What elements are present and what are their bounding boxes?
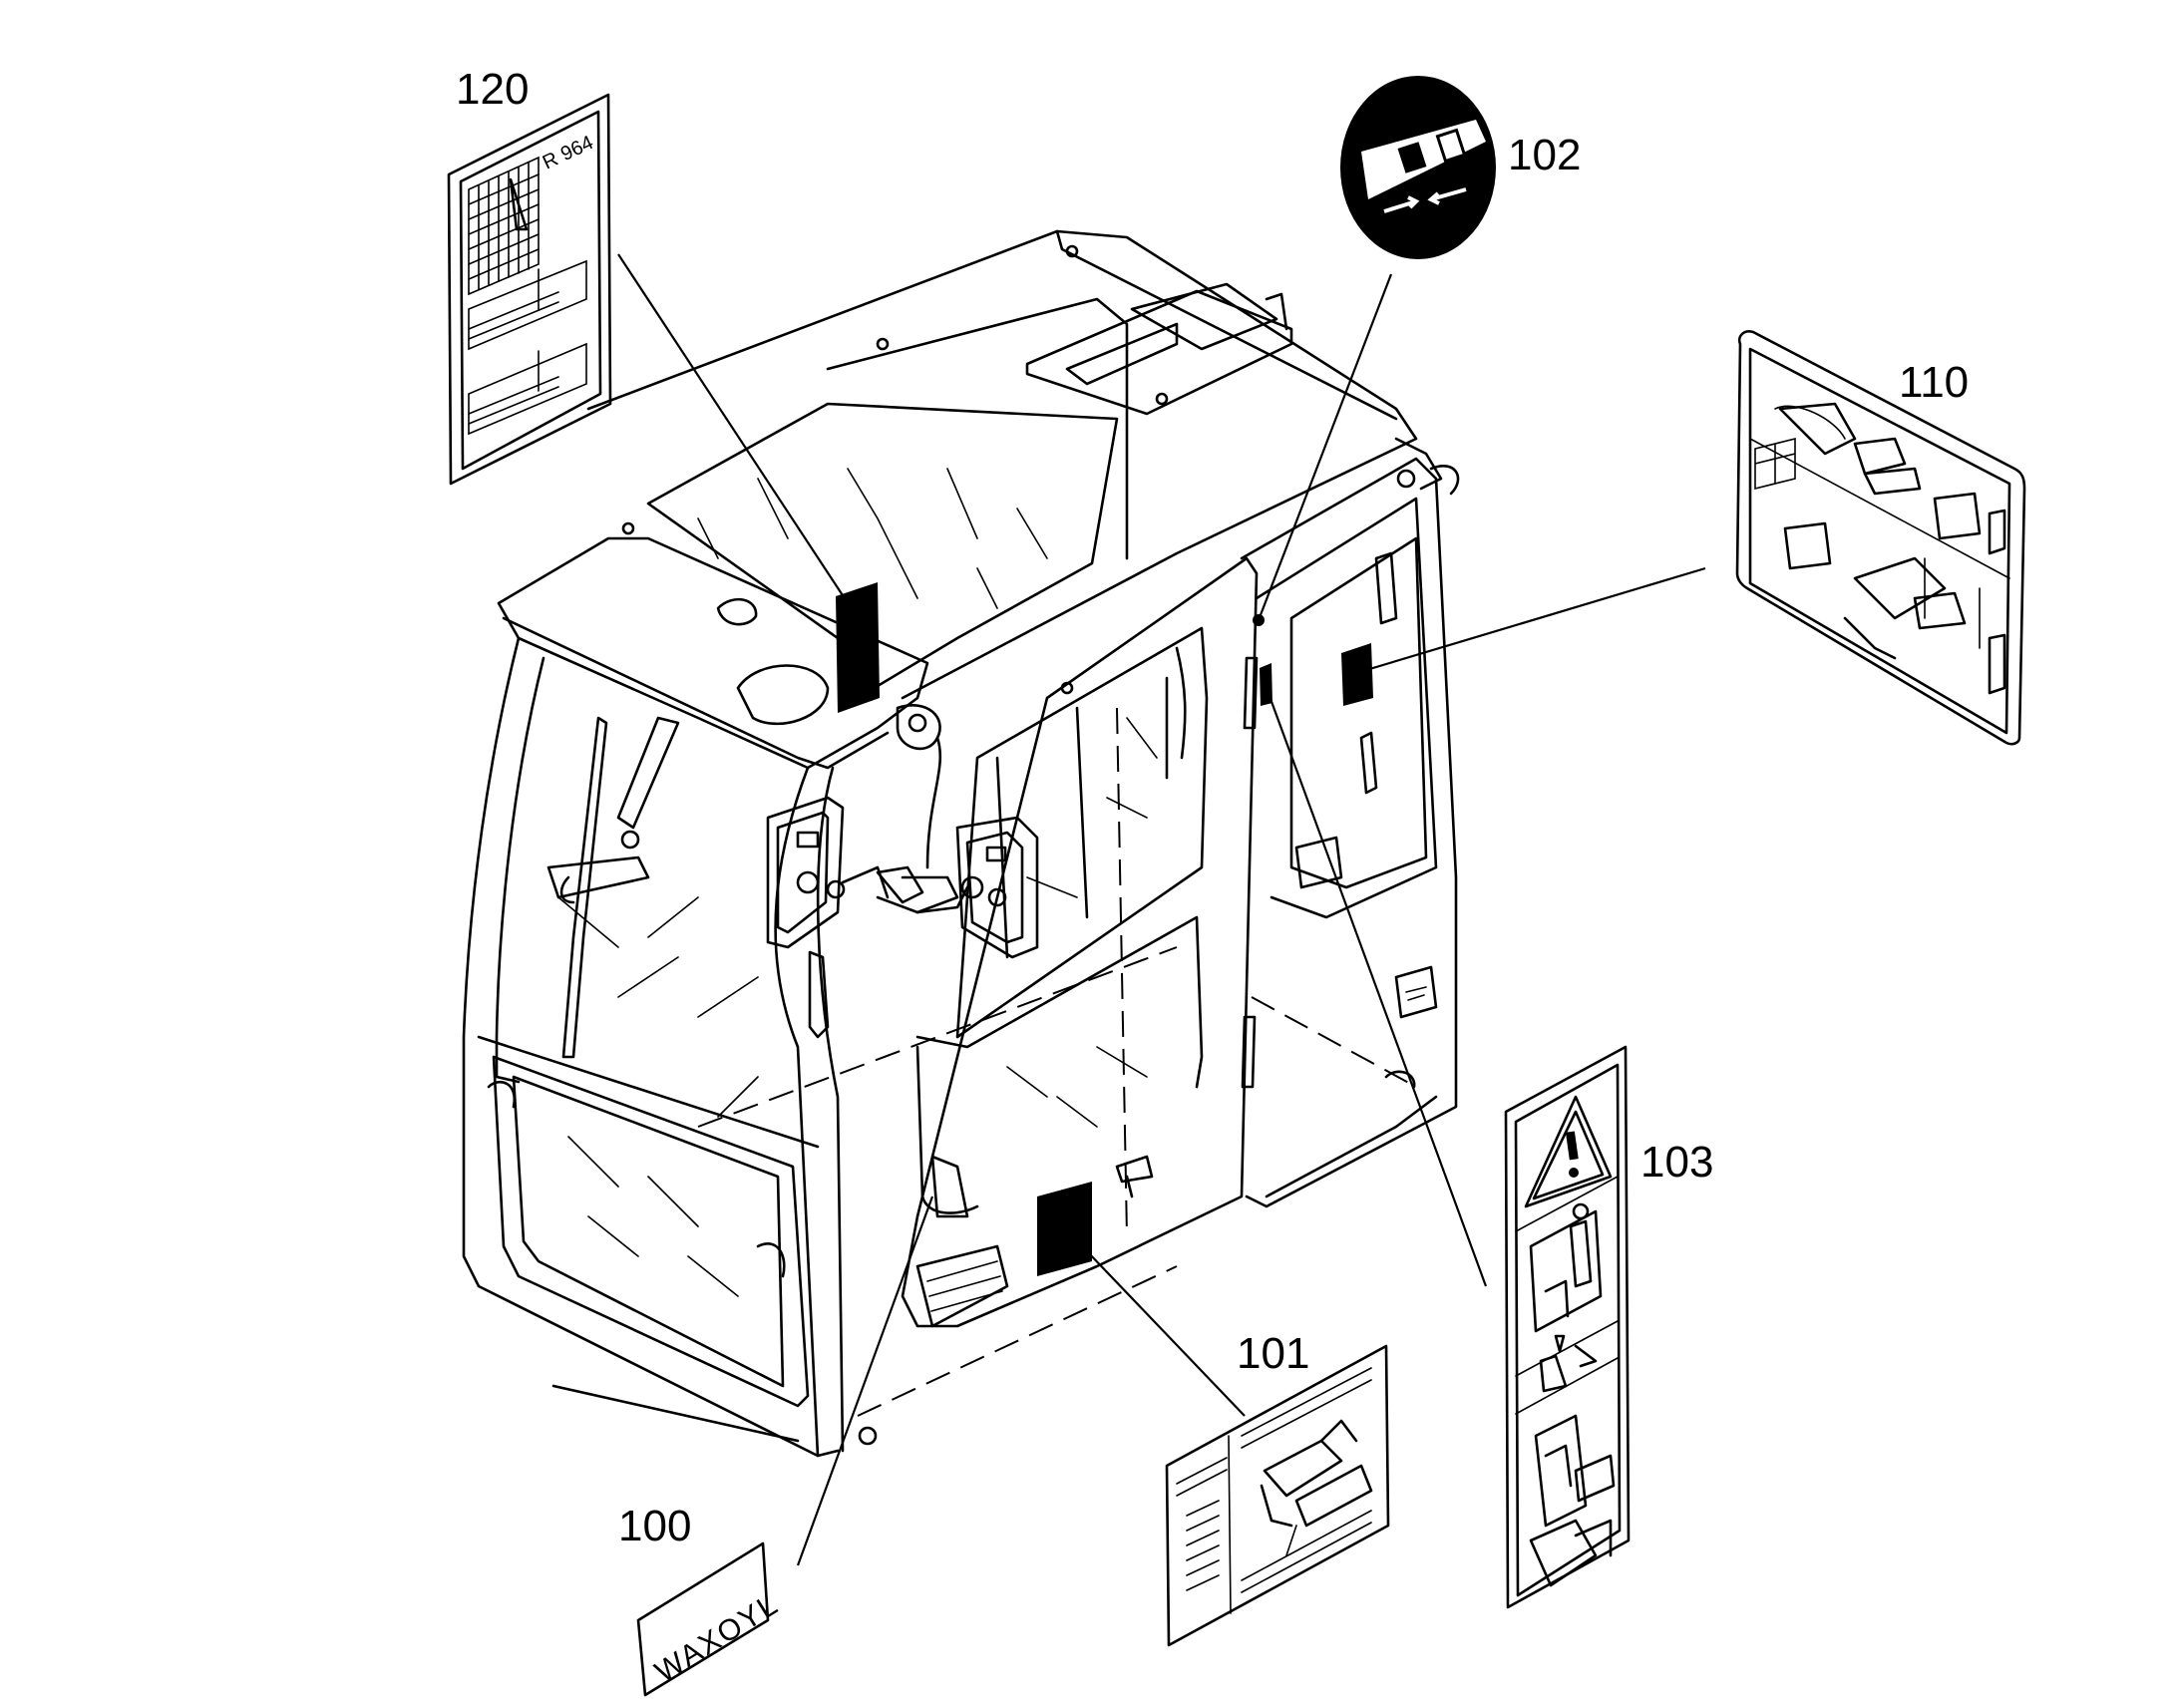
decal-110-operating-label <box>1735 330 2026 746</box>
marker-120 <box>836 582 880 713</box>
callout-numbers: 120 102 110 103 101 100 <box>456 65 1969 1550</box>
warning-triangle-icon <box>1524 1095 1613 1208</box>
decal-101-operation-label <box>1165 1344 1390 1647</box>
marker-110 <box>1341 643 1373 706</box>
leader-lines <box>617 253 1706 1566</box>
decal-100-text: WAXOYL <box>649 1587 785 1689</box>
decal-100-waxoyl-label: WAXOYL <box>636 1541 785 1697</box>
callout-102: 102 <box>1508 131 1581 179</box>
decal-120-grid <box>468 156 540 296</box>
callout-120: 120 <box>456 65 529 114</box>
decal-120-model-chart: R 964 <box>447 93 612 486</box>
decal-103-warning-label <box>1504 1045 1631 1609</box>
callout-101: 101 <box>1237 1329 1309 1378</box>
operator-cab-drawing <box>462 229 1460 1458</box>
decal-102-round-sign <box>1340 76 1496 259</box>
callout-103: 103 <box>1640 1138 1713 1187</box>
callout-100: 100 <box>618 1502 691 1550</box>
callout-110: 110 <box>1899 358 1969 407</box>
